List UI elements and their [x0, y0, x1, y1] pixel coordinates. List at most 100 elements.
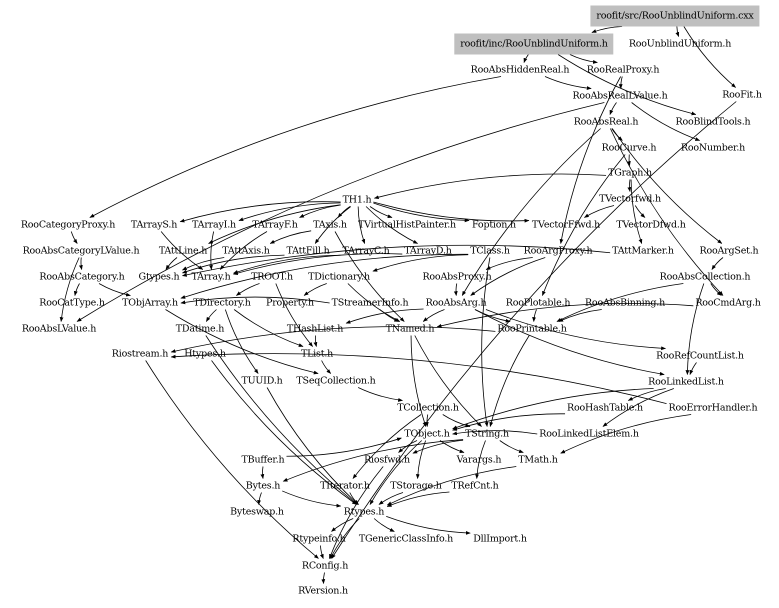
graph-node[interactable]: RooAbsReal.h	[573, 116, 639, 128]
dependency-edge	[266, 387, 359, 505]
graph-node[interactable]: RooRefCountList.h	[656, 350, 744, 362]
dependency-edge	[378, 492, 404, 505]
graph-node[interactable]: TArray.h	[191, 271, 231, 283]
graph-node[interactable]: Htypes.h	[184, 348, 226, 360]
graph-node[interactable]: RooCurve.h	[601, 142, 657, 154]
graph-node[interactable]: roofit/src/RooUnblindUniform.cxx	[590, 5, 760, 27]
graph-node[interactable]: TObject.h	[404, 428, 450, 440]
dependency-edge	[556, 283, 684, 322]
dependency-edge	[233, 309, 304, 347]
graph-node[interactable]: TStorage.h	[390, 480, 442, 492]
dependency-edge	[610, 128, 724, 296]
graph-node[interactable]: TAttMarker.h	[612, 245, 674, 257]
graph-node[interactable]: TDatime.h	[175, 323, 225, 335]
graph-node[interactable]: RooAbsLValue.h	[21, 323, 97, 335]
graph-node[interactable]: TAttFill.h	[286, 245, 330, 257]
graph-node[interactable]: TArrayI.h	[192, 219, 236, 231]
graph-node[interactable]: RooLinkedListElem.h	[539, 428, 639, 440]
graph-node[interactable]: TObjArray.h	[122, 297, 178, 309]
graph-node[interactable]: TAttAxis.h	[222, 245, 270, 257]
graph-node[interactable]: TVectorFfwd.h	[531, 219, 601, 231]
graph-node[interactable]: RooArgSet.h	[699, 245, 759, 257]
graph-node[interactable]: roofit/inc/RooUnblindUniform.h	[454, 33, 614, 55]
graph-node[interactable]: RooCategoryProxy.h	[20, 219, 116, 231]
graph-node[interactable]: TROOT.h	[251, 271, 293, 283]
graph-node[interactable]: Gtypes.h	[138, 271, 180, 283]
dependency-edge	[602, 388, 675, 427]
graph-node[interactable]: TVirtualHistPainter.h	[358, 219, 456, 231]
graph-node[interactable]: TUUID.h	[241, 375, 283, 387]
graph-node[interactable]: TBuffer.h	[241, 454, 285, 466]
graph-node[interactable]: RooAbsArg.h	[425, 297, 487, 309]
graph-node[interactable]: RooHashTable.h	[567, 402, 643, 414]
graph-node[interactable]: RVersion.h	[298, 585, 348, 597]
graph-node[interactable]: TDirectory.h	[193, 297, 251, 309]
dependency-edge	[275, 283, 313, 347]
graph-node[interactable]: RooCatType.h	[39, 297, 105, 309]
graph-node[interactable]: TDictionary.h	[308, 271, 370, 283]
graph-node[interactable]: TMath.h	[518, 454, 558, 466]
graph-node[interactable]: TNamed.h	[385, 323, 435, 335]
dependency-edge	[398, 440, 418, 453]
graph-node[interactable]: RooAbsRealLValue.h	[572, 90, 668, 102]
graph-node[interactable]: RooAbsHiddenReal.h	[470, 64, 570, 76]
graph-node[interactable]: RConfig.h	[301, 560, 349, 572]
graph-node[interactable]: RooAbsCollection.h	[659, 271, 751, 283]
graph-node[interactable]: TVectorDfwd.h	[616, 219, 686, 231]
graph-node[interactable]: RooRealProxy.h	[586, 64, 660, 76]
graph-node[interactable]: TArrayF.h	[252, 219, 298, 231]
graph-node[interactable]: TList.h	[300, 348, 334, 360]
graph-node[interactable]: TCollection.h	[397, 402, 459, 414]
graph-node[interactable]: THashList.h	[286, 323, 344, 335]
graph-node[interactable]: TRefCnt.h	[451, 480, 499, 492]
graph-node[interactable]: RooCmdArg.h	[695, 297, 761, 309]
dependency-edge	[352, 414, 422, 479]
graph-node[interactable]: TVectorfwd.h	[599, 193, 661, 205]
graph-node[interactable]: RooAbsCategoryLValue.h	[22, 245, 140, 257]
graph-node[interactable]: TSeqCollection.h	[296, 375, 376, 387]
graph-node[interactable]: RooPlotable.h	[505, 297, 571, 309]
graph-node[interactable]: TString.h	[465, 428, 509, 440]
graph-node[interactable]: Riostream.h	[111, 348, 169, 360]
graph-node[interactable]: TStreamerInfo.h	[331, 297, 409, 309]
graph-node[interactable]: TGraph.h	[608, 167, 652, 179]
graph-node[interactable]: TClass.h	[470, 245, 510, 257]
dependency-edge	[233, 253, 403, 275]
dependency-edge	[349, 492, 359, 505]
graph-node[interactable]: DllImport.h	[473, 533, 527, 545]
graph-node[interactable]: TAxis.h	[313, 219, 347, 231]
graph-node[interactable]: RooUnblindUniform.h	[628, 38, 732, 50]
dependency-edge	[489, 335, 530, 427]
graph-node[interactable]: Property.h	[266, 297, 314, 309]
graph-node[interactable]: TH1.h	[342, 194, 372, 206]
graph-node[interactable]: Rtypes.h	[343, 506, 385, 518]
graph-node[interactable]: Foption.h	[472, 219, 516, 231]
graph-node[interactable]: RooNumber.h	[680, 142, 746, 154]
graph-node[interactable]: TArrayD.h	[404, 245, 452, 257]
dependency-edge	[369, 440, 423, 505]
graph-node[interactable]: RooBlindTools.h	[675, 116, 751, 128]
graph-node[interactable]: RooAbsCategory.h	[39, 271, 125, 283]
graph-node[interactable]: Riosfwd.h	[364, 454, 410, 466]
graph-node[interactable]: Byteswap.h	[230, 506, 284, 518]
graph-node[interactable]: RooPrintable.h	[497, 323, 567, 335]
graph-node[interactable]: TAttLine.h	[158, 245, 208, 257]
graph-node[interactable]: RooAbsProxy.h	[422, 271, 492, 283]
graph-node[interactable]: Varargs.h	[456, 454, 502, 466]
graph-node[interactable]: RooArgProxy.h	[523, 245, 593, 257]
graph-node[interactable]: TArrayC.h	[342, 245, 390, 257]
dependency-edge	[373, 201, 530, 223]
graph-node[interactable]: RooFit.h	[722, 89, 762, 101]
graph-node[interactable]: TIterator.h	[320, 480, 370, 492]
graph-node[interactable]: RooLinkedList.h	[648, 376, 724, 388]
dependency-edge	[683, 26, 737, 88]
graph-node[interactable]: Rtypeinfo.h	[292, 533, 346, 545]
dependency-edge	[76, 102, 605, 322]
graph-node[interactable]: RooErrorHandler.h	[668, 402, 758, 414]
graph-node[interactable]: TArrayS.h	[130, 219, 178, 231]
graph-node[interactable]: Bytes.h	[245, 480, 281, 492]
dependency-edge	[321, 360, 332, 374]
graph-node[interactable]: TGenericClassInfo.h	[358, 533, 454, 545]
graph-node[interactable]: RooAbsBinning.h	[584, 297, 666, 309]
dependency-edge	[532, 309, 537, 322]
